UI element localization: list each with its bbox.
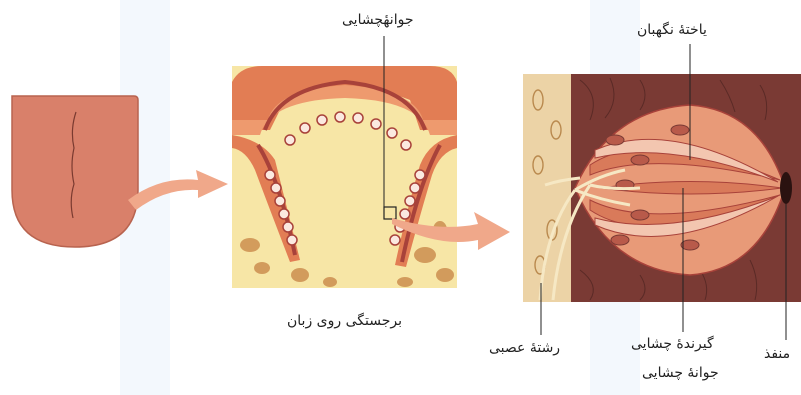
label-taste-bud-bottom: جوانهٔ چشایی: [642, 365, 719, 381]
taste-bud-detail: [523, 74, 801, 302]
label-papilla: برجستگی روی زبان: [287, 313, 402, 329]
label-taste-receptor: گیرندهٔ چشایی: [631, 336, 714, 352]
pore-opening: [780, 172, 792, 204]
label-nerve-fiber: رشتهٔ عصبی: [489, 340, 560, 356]
tongue-illustration: [12, 96, 138, 247]
label-supporting-cell: یاختهٔ نگهبان: [637, 22, 707, 38]
papilla-section: [232, 66, 457, 288]
label-taste-bud-top: جوانهٔچشایی: [342, 12, 413, 28]
label-pore: منفذ: [764, 346, 790, 362]
